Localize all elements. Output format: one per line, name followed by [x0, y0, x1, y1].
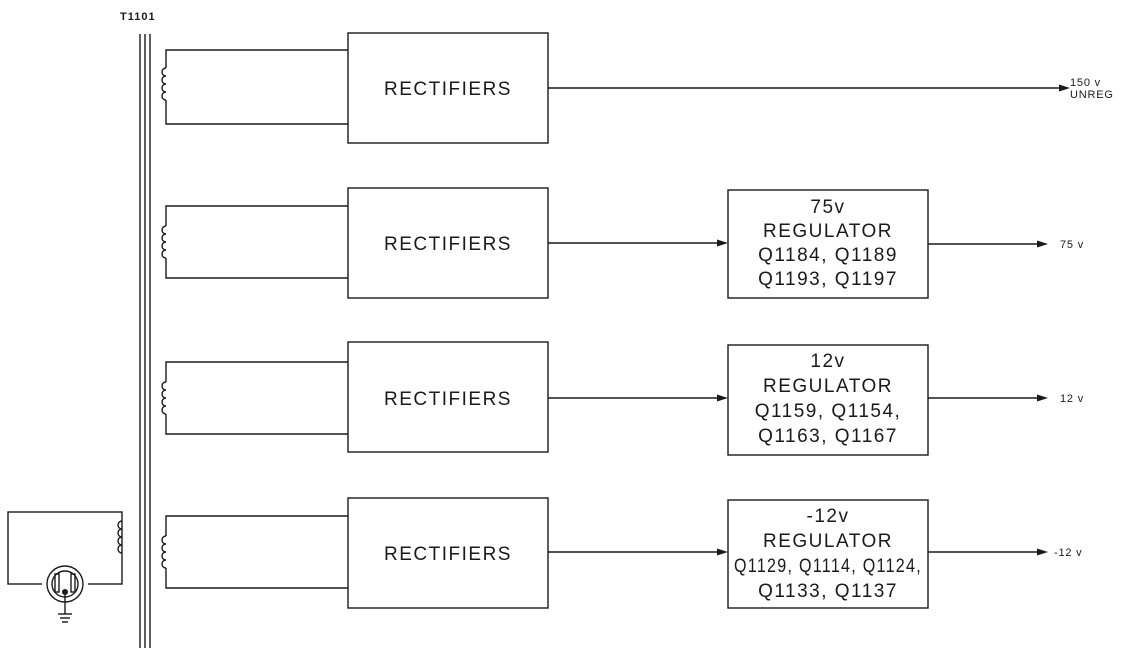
- regulator-line: Q1133, Q1137: [758, 581, 898, 602]
- rectifier-box: [347, 187, 549, 299]
- arrow-icon: [1037, 240, 1048, 248]
- regulator-box: [727, 344, 929, 456]
- regulator-line: REGULATOR: [763, 376, 893, 397]
- regulator-line: Q1129, Q1114, Q1124,: [734, 556, 922, 577]
- regulator-line: Q1159, Q1154,: [755, 401, 902, 422]
- stage-minus-12v: RECTIFIERS -12v REGULATOR Q1129, Q1114, …: [161, 497, 1082, 609]
- regulator-line: Q1193, Q1197: [758, 269, 898, 290]
- transformer-core: [139, 34, 151, 648]
- regulator-line: REGULATOR: [763, 221, 893, 242]
- secondary-coil-icon: [161, 381, 167, 415]
- arrow-icon: [717, 548, 728, 556]
- regulator-line: 12v: [810, 351, 845, 372]
- rectifier-box: [347, 32, 549, 144]
- rectifier-label: RECTIFIERS: [384, 389, 512, 410]
- rectifier-label: RECTIFIERS: [384, 234, 512, 255]
- secondary-coil-icon: [161, 225, 167, 259]
- primary-coil-icon: [117, 520, 123, 554]
- regulator-line: Q1163, Q1167: [758, 426, 898, 447]
- output-label: 12 v: [1060, 393, 1084, 405]
- stage-12v: RECTIFIERS 12v REGULATOR Q1159, Q1154, Q…: [161, 341, 1084, 456]
- transformer-label: T1101: [120, 11, 156, 23]
- output-label: 75 v: [1060, 239, 1084, 251]
- secondary-coil-icon: [161, 67, 167, 101]
- arrow-icon: [717, 239, 728, 247]
- secondary-coil-icon: [161, 535, 167, 569]
- arrow-icon: [1037, 548, 1048, 556]
- stage-75v: RECTIFIERS 75v REGULATOR Q1184, Q1189 Q1…: [161, 187, 1084, 299]
- regulator-line: Q1184, Q1189: [758, 245, 898, 266]
- power-plug-icon: [42, 565, 88, 614]
- output-label: -12 v: [1054, 547, 1082, 559]
- regulator-line: 75v: [810, 197, 845, 218]
- mains-input-circuit: [7, 511, 123, 623]
- rectifier-box: [347, 341, 549, 453]
- stage-150v: RECTIFIERS 150 v UNREG: [161, 32, 1114, 144]
- output-label: UNREG: [1070, 89, 1114, 101]
- regulator-line: REGULATOR: [763, 531, 893, 552]
- rectifier-label: RECTIFIERS: [384, 544, 512, 565]
- arrow-icon: [1059, 84, 1070, 92]
- ground-icon: [58, 613, 72, 623]
- arrow-icon: [717, 394, 728, 402]
- rectifier-label: RECTIFIERS: [384, 79, 512, 100]
- arrow-icon: [1037, 394, 1048, 402]
- output-label: 150 v: [1070, 77, 1101, 89]
- regulator-line: -12v: [807, 506, 850, 527]
- regulator-box: [727, 189, 929, 299]
- regulator-box: [727, 499, 929, 609]
- rectifier-box: [347, 497, 549, 609]
